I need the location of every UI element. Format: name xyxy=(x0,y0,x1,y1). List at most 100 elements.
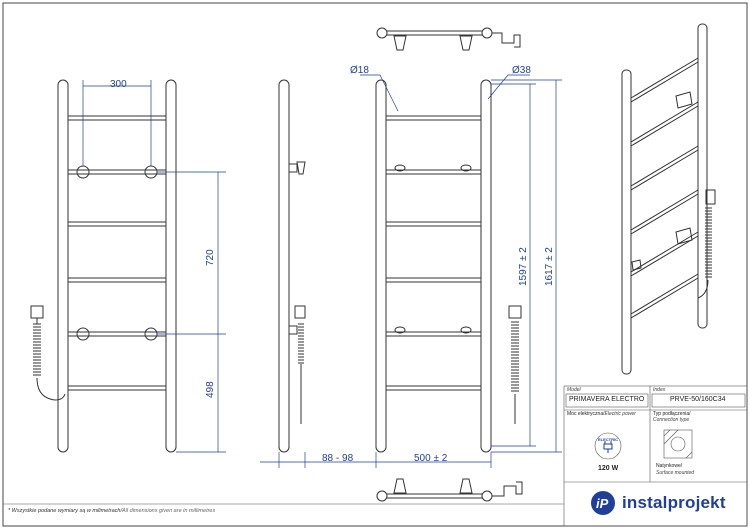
iso-bracket xyxy=(631,259,642,271)
side-bracket-upper xyxy=(288,161,306,175)
dim-rung-spacing: 300 xyxy=(110,79,127,90)
iso-rung xyxy=(630,273,699,315)
left-post xyxy=(57,79,69,453)
front-view-dimensions xyxy=(82,80,226,453)
connection-caption-pl-wrap: Typ podłączenia/ xyxy=(653,411,691,417)
mount-bracket xyxy=(76,327,90,341)
power-value: 120 W xyxy=(598,465,619,472)
index-caption: Index xyxy=(653,387,666,393)
isometric-view xyxy=(621,23,716,375)
footer-note-pl: * Wszystkie podane wymiary są w milimetr… xyxy=(8,508,123,514)
model-caption: Model xyxy=(567,387,581,393)
heater-coil xyxy=(511,321,519,424)
iso-rung xyxy=(630,149,699,191)
bottom-cap xyxy=(376,490,388,502)
mount-bracket xyxy=(394,164,406,172)
power-caption-pl: Moc elektryczna/ xyxy=(567,411,605,417)
electric-plug-glyph xyxy=(603,441,613,453)
iso-rung xyxy=(630,231,699,273)
electric-badge: ELECTRIC xyxy=(598,437,618,442)
connection-icon-socket xyxy=(670,436,686,452)
connection-caption-en: Connection type xyxy=(653,417,690,423)
top-bracket xyxy=(393,35,407,51)
dim-height-inner: 1597 ± 2 xyxy=(518,247,529,286)
mount-bracket xyxy=(460,326,472,334)
iso-bracket xyxy=(675,91,693,109)
svg-text:iP: iP xyxy=(596,496,609,511)
title-block-frame xyxy=(563,385,748,527)
top-view-upper xyxy=(376,27,521,51)
mount-bracket xyxy=(460,164,472,172)
mount-type-pl: Natynkowe/ xyxy=(656,463,683,469)
footer-note: * Wszystkie podane wymiary są w milimetr… xyxy=(8,508,215,514)
index-value-box xyxy=(651,393,746,408)
mount-bracket xyxy=(76,165,90,179)
iso-bracket xyxy=(675,227,693,245)
iso-post-front xyxy=(621,69,632,375)
index-value: PRVE-50/160C34 xyxy=(670,396,726,403)
plug-icon xyxy=(603,441,613,453)
power-caption: Moc elektryczna/Electric power xyxy=(567,411,636,417)
mount-bracket xyxy=(144,327,158,341)
dim-wall-distance: 88 - 98 xyxy=(322,453,354,464)
dim-upper-height: 720 xyxy=(205,249,216,266)
mount-bracket xyxy=(394,326,406,334)
top-cap xyxy=(481,27,493,39)
heater-coil xyxy=(33,318,66,401)
iso-rung xyxy=(630,145,699,187)
electric-badge-icon xyxy=(594,432,622,460)
side-view xyxy=(278,79,306,453)
side-bracket-lower xyxy=(288,325,298,335)
iso-rung xyxy=(630,105,699,147)
bottom-heater xyxy=(492,481,523,497)
side-view-dimensions xyxy=(260,452,376,468)
top-view-lower xyxy=(376,478,523,502)
iso-rung xyxy=(630,101,699,143)
iso-heater-coil xyxy=(697,207,712,299)
iso-rung xyxy=(630,193,699,235)
power-caption-en: Electric power xyxy=(604,411,636,417)
connection-caption-pl: Typ podłączenia/ xyxy=(653,411,691,417)
top-heater xyxy=(492,32,521,48)
instalprojekt-logo-icon: iP xyxy=(591,491,615,515)
iso-heater-plug xyxy=(705,189,716,205)
heater-plug xyxy=(508,305,522,319)
front-view-left xyxy=(30,79,177,453)
dim-pipe-large: Ø38 xyxy=(512,65,531,76)
right-post xyxy=(165,79,177,453)
front-right-dimensions xyxy=(360,74,562,468)
right-post xyxy=(480,79,492,453)
iso-rung xyxy=(630,235,699,277)
mount-bracket xyxy=(144,165,158,179)
dim-height-total: 1617 ± 2 xyxy=(544,247,555,286)
dim-pipe-small: Ø18 xyxy=(350,65,369,76)
connection-hatch xyxy=(663,429,679,445)
iso-post-back xyxy=(697,23,708,329)
dim-lower-height: 498 xyxy=(205,381,216,398)
left-post xyxy=(375,79,387,453)
side-heater-coil xyxy=(298,323,304,424)
mount-type-en: Surface mounted xyxy=(656,470,695,476)
front-view-right xyxy=(375,79,522,453)
side-heater-plug xyxy=(294,305,306,319)
iso-rung xyxy=(630,61,699,103)
connection-glyph xyxy=(663,429,693,459)
heater-plug xyxy=(30,305,44,319)
iso-rung xyxy=(630,57,699,99)
leader-line xyxy=(360,74,399,112)
iso-rung xyxy=(630,189,699,231)
bottom-bracket xyxy=(393,478,407,494)
iso-rung xyxy=(630,277,699,319)
bottom-cap xyxy=(481,490,493,502)
brand-name: instalprojekt xyxy=(622,493,726,512)
connection-hatch xyxy=(685,451,693,459)
connection-hatch xyxy=(663,429,671,437)
side-post xyxy=(278,79,290,453)
footer-note-en: All dimensions given are in millimetres xyxy=(122,508,216,514)
model-value-box xyxy=(565,393,649,408)
leader-line xyxy=(487,74,530,100)
top-bracket xyxy=(459,35,473,51)
dim-width: 500 ± 2 xyxy=(414,453,448,464)
